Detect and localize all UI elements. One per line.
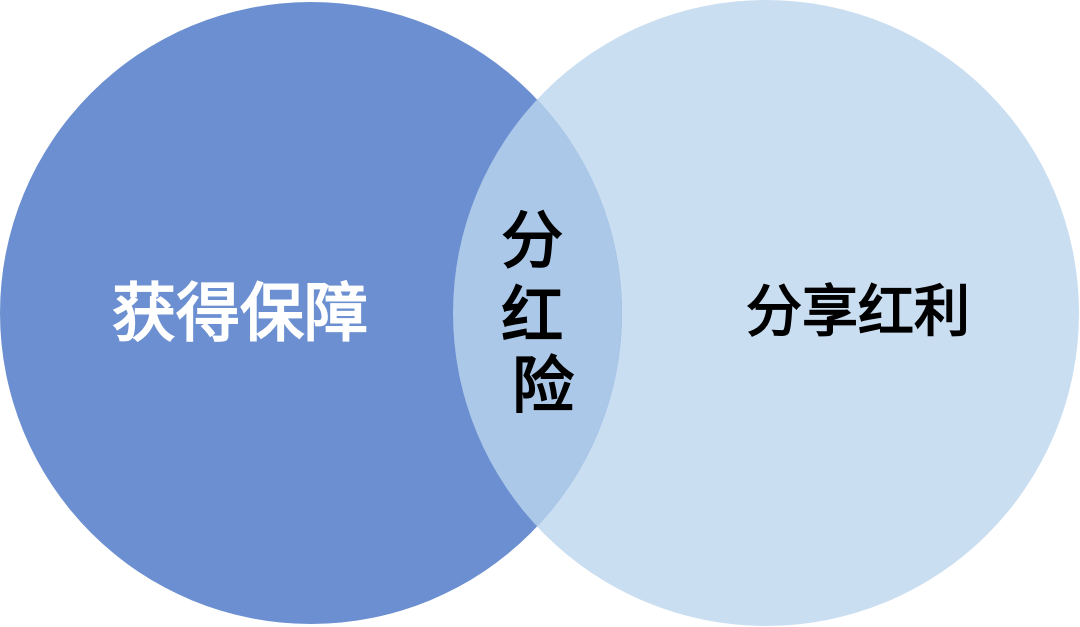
left-circle	[0, 2, 622, 624]
right-circle	[453, 0, 1079, 626]
overlap-label-char: 红	[501, 279, 563, 352]
overlap-label-char: 分	[501, 204, 563, 277]
right-circle-label: 分享红利	[746, 280, 970, 345]
overlap-label-char: 险	[512, 349, 575, 422]
overlap-label: 分 红 险	[501, 204, 585, 422]
left-circle-label: 获得保障	[112, 278, 368, 352]
